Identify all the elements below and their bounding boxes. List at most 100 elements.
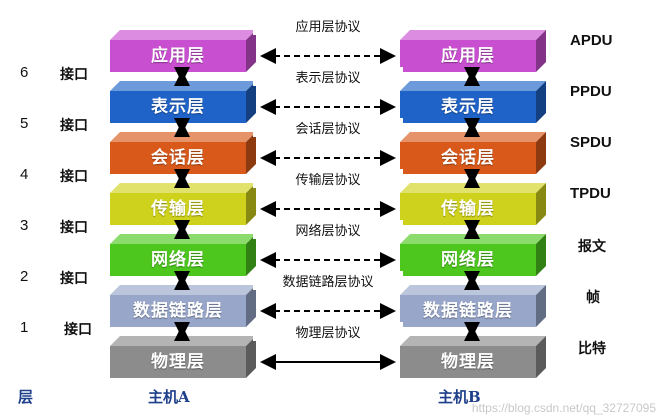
- pdu-label-5: 帧: [586, 290, 600, 306]
- layer-box-b-4: [400, 234, 546, 276]
- pdu-label-4: 报文: [578, 239, 606, 255]
- layer-box-side: [246, 30, 256, 72]
- layer-box-side: [246, 336, 256, 378]
- layer-box-front: [110, 40, 246, 72]
- layer-name-b-3: 传输层: [441, 199, 495, 219]
- layer-box-b-3: [400, 183, 546, 225]
- pdu-label-3: TPDU: [570, 185, 611, 202]
- layer-box-top: [110, 285, 256, 295]
- layer-box-side: [246, 132, 256, 174]
- layer-name-a-6: 物理层: [151, 352, 205, 372]
- layer-box-b-2: [400, 132, 546, 174]
- layer-box-front: [110, 91, 246, 123]
- layer-box-top: [110, 183, 256, 193]
- peer-protocol-label-5: 数据链路层协议: [253, 271, 403, 290]
- layer-name-b-6: 物理层: [441, 352, 495, 372]
- interface-label-2: 接口: [60, 169, 88, 185]
- layer-box-b-5: [400, 285, 546, 327]
- layer-name-b-5: 数据链路层: [423, 301, 513, 321]
- interface-number-1: 5: [20, 115, 29, 132]
- layer-box-a-6: [110, 336, 256, 378]
- interface-label-1: 接口: [60, 118, 88, 134]
- interface-label-0: 接口: [60, 67, 88, 83]
- interface-number-4: 2: [20, 268, 29, 285]
- watermark: https://blog.csdn.net/qq_32727095: [471, 401, 656, 415]
- interface-number-5: 1: [20, 319, 29, 336]
- layer-box-front: [400, 40, 536, 72]
- layer-name-a-1: 表示层: [151, 97, 205, 117]
- peer-protocol-label-1: 表示层协议: [253, 67, 403, 86]
- peer-protocol-label-3: 传输层协议: [253, 169, 403, 188]
- layer-box-front: [110, 295, 246, 327]
- layer-box-a-1: [110, 81, 256, 123]
- layer-box-a-3: [110, 183, 256, 225]
- layer-box-front: [400, 346, 536, 378]
- layer-box-top: [400, 336, 546, 346]
- layer-name-b-2: 会话层: [441, 148, 495, 168]
- peer-protocol-label-4: 网络层协议: [253, 220, 403, 239]
- layer-name-a-5: 数据链路层: [133, 301, 223, 321]
- layer-box-b-0: [400, 30, 546, 72]
- footer-host-a: 主机A: [148, 388, 190, 406]
- layer-box-top: [110, 30, 256, 40]
- layer-box-front: [110, 193, 246, 225]
- layer-box-front: [400, 295, 536, 327]
- layer-box-top: [400, 30, 546, 40]
- layer-box-side: [246, 81, 256, 123]
- interface-number-0: 6: [20, 64, 29, 81]
- layer-name-a-4: 网络层: [151, 250, 205, 270]
- interface-number-2: 4: [20, 166, 29, 183]
- layer-name-b-1: 表示层: [441, 97, 495, 117]
- pdu-label-1: PPDU: [570, 83, 612, 100]
- interface-label-5: 接口: [64, 322, 92, 338]
- layer-name-a-0: 应用层: [151, 46, 205, 66]
- interface-label-3: 接口: [60, 220, 88, 236]
- layer-name-b-4: 网络层: [441, 250, 495, 270]
- layer-box-top: [400, 81, 546, 91]
- layer-box-side: [536, 183, 546, 225]
- interface-number-3: 3: [20, 217, 29, 234]
- footer-host-b: 主机B: [438, 388, 481, 406]
- layer-box-side: [246, 183, 256, 225]
- layer-box-a-0: [110, 30, 256, 72]
- layer-box-front: [110, 244, 246, 276]
- layer-box-a-5: [110, 285, 256, 327]
- pdu-label-0: APDU: [570, 32, 613, 49]
- layer-box-b-6: [400, 336, 546, 378]
- layer-box-side: [246, 234, 256, 276]
- layer-box-front: [400, 244, 536, 276]
- layer-box-side: [536, 336, 546, 378]
- layer-box-top: [110, 81, 256, 91]
- layer-box-front: [110, 142, 246, 174]
- layer-box-front: [400, 142, 536, 174]
- layer-box-top: [400, 183, 546, 193]
- layer-name-b-0: 应用层: [441, 46, 495, 66]
- layer-box-b-1: [400, 81, 546, 123]
- layer-box-a-4: [110, 234, 256, 276]
- layer-box-side: [536, 30, 546, 72]
- layer-name-a-2: 会话层: [151, 148, 205, 168]
- layer-box-top: [400, 285, 546, 295]
- layer-box-side: [536, 81, 546, 123]
- interface-label-4: 接口: [60, 271, 88, 287]
- layer-box-top: [400, 132, 546, 142]
- layer-box-top: [110, 234, 256, 244]
- layer-name-a-3: 传输层: [151, 199, 205, 219]
- pdu-label-2: SPDU: [570, 134, 612, 151]
- layer-box-front: [110, 346, 246, 378]
- peer-protocol-label-2: 会话层协议: [253, 118, 403, 137]
- layer-box-top: [110, 132, 256, 142]
- layer-box-side: [536, 132, 546, 174]
- layer-box-side: [536, 234, 546, 276]
- layer-box-side: [246, 285, 256, 327]
- layer-box-top: [110, 336, 256, 346]
- footer-layer-label: 层: [18, 388, 34, 406]
- layer-box-front: [400, 193, 536, 225]
- peer-protocol-label-6: 物理层协议: [253, 322, 403, 341]
- layer-box-top: [400, 234, 546, 244]
- layer-box-a-2: [110, 132, 256, 174]
- peer-protocol-label-0: 应用层协议: [253, 16, 403, 35]
- layer-box-front: [400, 91, 536, 123]
